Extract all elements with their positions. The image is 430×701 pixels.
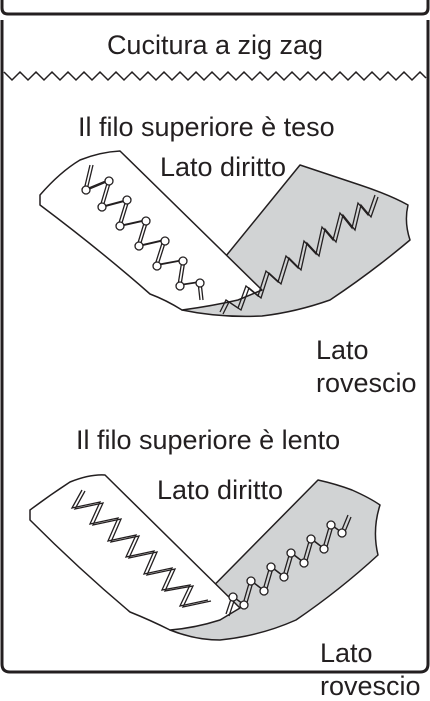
stitch-loops-top [81, 176, 205, 291]
section-1-right-side-label: Lato diritto [160, 152, 287, 182]
top-panel-edge [0, 0, 430, 16]
section-1-heading: Il filo superiore è teso [78, 112, 335, 142]
section-1-wrong-side-label-line2: rovescio [316, 368, 417, 398]
section-2-wrong-side-label-line1: Lato [320, 638, 373, 668]
zigzag-stitch-loose-top [70, 489, 212, 608]
diagram-canvas [0, 0, 430, 674]
zigzag-stitch-tight-bottom [219, 194, 379, 315]
section-2-heading: Il filo superiore è lento [76, 425, 341, 455]
section-2-right-side-label: Lato diritto [157, 475, 284, 505]
section-1-wrong-side-label-line1: Lato [316, 335, 369, 365]
panel-frame [0, 20, 430, 674]
zigzag-divider [3, 70, 427, 82]
fabric-right-side [39, 150, 263, 311]
diagram-title: Cucitura a zig zag [106, 30, 324, 60]
section-2-wrong-side-label-line2: rovescio [320, 671, 421, 701]
section-1-illustration [39, 150, 411, 318]
stitch-loops-bottom [228, 520, 347, 610]
section-2-illustration [29, 474, 381, 641]
